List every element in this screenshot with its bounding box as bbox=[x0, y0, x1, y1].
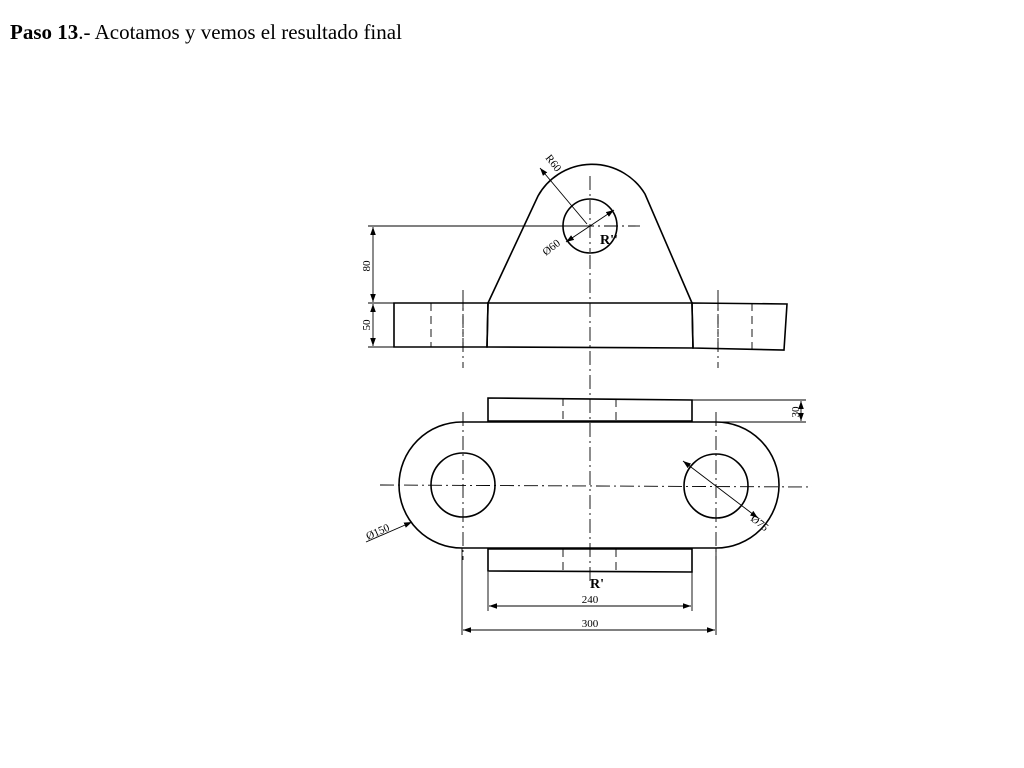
leader-r60 bbox=[539, 167, 588, 225]
dimension-30: 30 bbox=[790, 406, 802, 418]
step-number: Paso 13 bbox=[10, 20, 79, 44]
dimension-240: 240 bbox=[582, 594, 599, 606]
label-r-double-prime: R'' bbox=[600, 233, 618, 248]
elevation-base-right bbox=[691, 302, 788, 351]
dimension-d75: Ø75 bbox=[748, 513, 771, 534]
label-r-prime: R' bbox=[590, 577, 604, 592]
dimension-300: 300 bbox=[582, 618, 599, 630]
slide-title: Paso 13.- Acotamos y vemos el resultado … bbox=[10, 20, 402, 45]
elevation-lug-outline bbox=[487, 163, 693, 304]
elevation-view: R'' bbox=[393, 163, 788, 368]
dimension-d150: Ø150 bbox=[364, 522, 392, 543]
leader-d60 bbox=[565, 209, 615, 243]
leader-d75 bbox=[682, 460, 759, 519]
step-description: .- Acotamos y vemos el resultado final bbox=[78, 20, 402, 44]
plan-view: R' bbox=[379, 255, 813, 592]
elevation-base-plate bbox=[393, 302, 489, 348]
plan-top-boss bbox=[487, 397, 693, 422]
dimension-80: 80 bbox=[361, 260, 373, 272]
plan-dimensions: 30 240 300 Ø150 Ø75 bbox=[364, 399, 806, 635]
leader-d150 bbox=[365, 521, 413, 543]
dimension-r60: R60 bbox=[543, 152, 564, 174]
dimension-50: 50 bbox=[361, 319, 373, 331]
dimension-d60: Ø60 bbox=[540, 237, 563, 258]
